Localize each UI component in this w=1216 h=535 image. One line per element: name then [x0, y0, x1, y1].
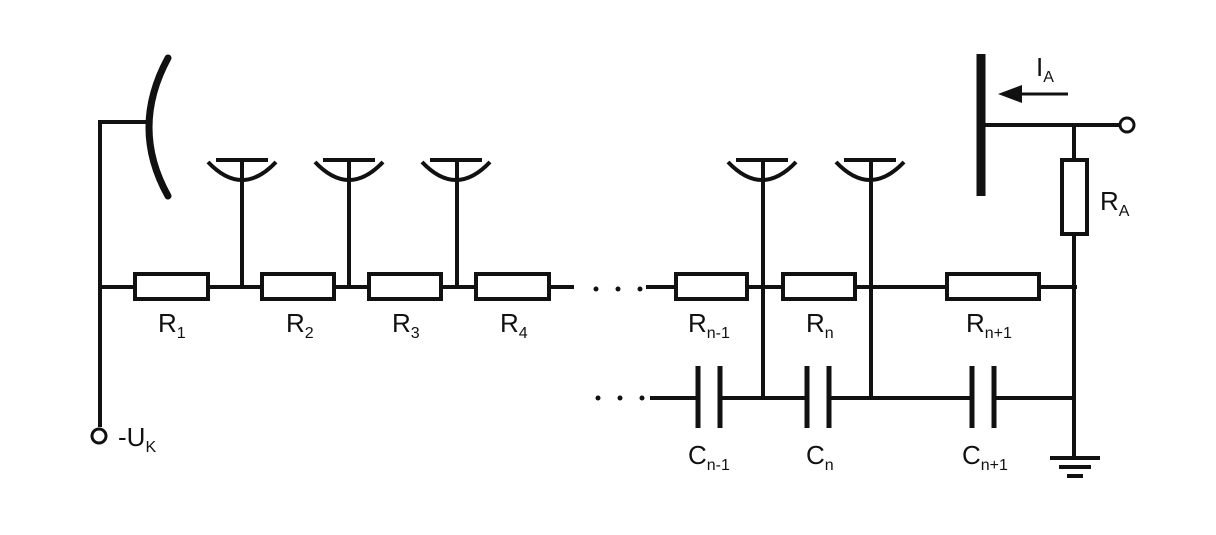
resistor-r1 [133, 272, 210, 301]
label-cn: Cn [806, 440, 834, 474]
anode-terminal [1118, 116, 1136, 134]
dynode-3 [420, 158, 492, 289]
label-cn-1: Cn-1 [688, 440, 730, 474]
label-uk: -UK [118, 422, 156, 456]
dynode-n [834, 158, 906, 400]
ground-icon [1050, 456, 1100, 478]
dynode-2 [313, 158, 385, 289]
label-rn: Rn [806, 308, 834, 342]
label-r3: R3 [392, 308, 420, 342]
resistor-rn [781, 272, 857, 301]
cap-ellipsis [595, 395, 645, 401]
label-ia: IA [1036, 52, 1054, 86]
dynode-n-1 [726, 158, 798, 400]
label-rn+1: Rn+1 [966, 308, 1012, 342]
resistor-r2 [260, 272, 336, 301]
resistor-r4 [474, 272, 551, 301]
resistor-ra [1060, 158, 1089, 236]
label-cn+1: Cn+1 [962, 440, 1008, 474]
label-ra: RA [1100, 186, 1130, 220]
resistor-rn-1 [674, 272, 749, 301]
label-r1: R1 [158, 308, 186, 342]
bus-ellipsis [593, 286, 643, 292]
dynode-1 [206, 158, 278, 289]
label-rn-1: Rn-1 [688, 308, 730, 342]
cathode [145, 54, 172, 200]
resistor-rn+1 [945, 272, 1041, 301]
resistor-r3 [367, 272, 443, 301]
label-r4: R4 [500, 308, 528, 342]
current-arrow-head [998, 85, 1022, 103]
label-r2: R2 [286, 308, 314, 342]
cathode-terminal [90, 427, 108, 445]
